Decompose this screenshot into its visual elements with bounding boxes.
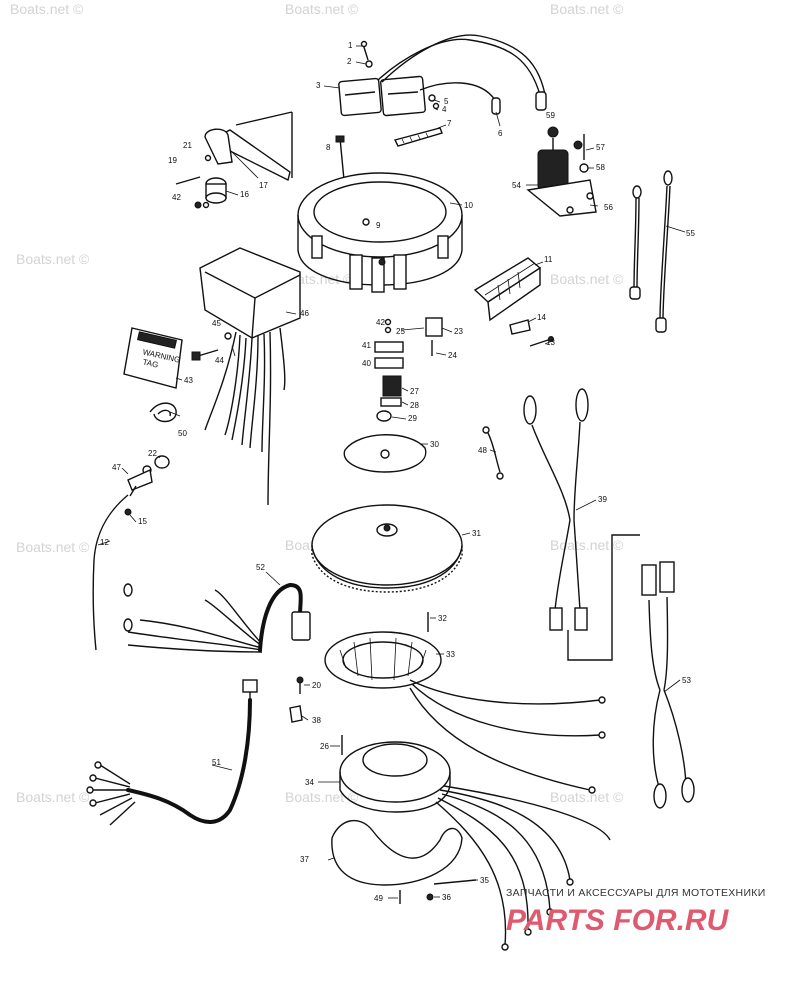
part-label-22: 22 xyxy=(148,449,157,458)
part-label-14: 14 xyxy=(537,313,546,322)
part-label-35: 35 xyxy=(480,876,489,885)
jumper-cables-53 xyxy=(641,561,695,809)
battery-cables xyxy=(629,170,673,333)
part-label-32: 32 xyxy=(438,614,447,623)
mount-bracket-assembly xyxy=(175,111,293,209)
part-label-15: 15 xyxy=(138,517,147,526)
part-label-31: 31 xyxy=(472,529,481,538)
timer-base xyxy=(339,735,611,951)
part-label-48: 48 xyxy=(478,446,487,455)
left-ground-wire xyxy=(92,455,170,651)
part-label-29: 29 xyxy=(408,414,417,423)
screw-clip xyxy=(289,676,304,723)
part-label-55: 55 xyxy=(686,229,695,238)
part-label-51: 51 xyxy=(212,758,221,767)
part-label-43: 43 xyxy=(184,376,193,385)
ground-wire xyxy=(482,426,504,480)
flywheel-housing-assembly xyxy=(297,135,463,293)
part-label-1: 1 xyxy=(348,41,353,50)
part-label-52: 52 xyxy=(256,563,265,572)
part-label-16: 16 xyxy=(240,190,249,199)
part-label-40: 40 xyxy=(362,359,371,368)
switch-box-assembly xyxy=(191,247,301,506)
part-label-17: 17 xyxy=(259,181,268,190)
part-label-12: 12 xyxy=(100,538,109,547)
brand-logo: PARTS FOR.RU xyxy=(506,904,730,937)
part-label-59: 59 xyxy=(546,111,555,120)
part-label-19: 19 xyxy=(168,156,177,165)
watermark: Boats.net © xyxy=(550,789,624,805)
part-labels: 1 2 3 4 5 6 7 8 9 10 11 12 13 14 15 16 1… xyxy=(100,41,695,903)
wire-harness-top xyxy=(123,582,311,653)
ignition-coil-assembly xyxy=(338,34,547,147)
starter-solenoid-assembly xyxy=(526,126,597,217)
watermark: Boats.net © xyxy=(550,1,624,17)
jumper-cables-39 xyxy=(523,388,640,661)
tag-line-2: TAG xyxy=(142,357,159,369)
part-label-30: 30 xyxy=(430,440,439,449)
part-label-34: 34 xyxy=(305,778,314,787)
part-label-42b: 42 xyxy=(376,318,385,327)
part-label-25: 25 xyxy=(396,327,405,336)
part-label-36: 36 xyxy=(442,893,451,902)
part-label-6: 6 xyxy=(498,129,503,138)
part-label-21: 21 xyxy=(183,141,192,150)
part-label-47: 47 xyxy=(112,463,121,472)
part-label-2: 2 xyxy=(347,57,352,66)
part-label-10: 10 xyxy=(464,201,473,210)
part-label-49: 49 xyxy=(374,894,383,903)
part-label-13: 13 xyxy=(546,338,555,347)
part-label-20: 20 xyxy=(312,681,321,690)
part-label-41: 41 xyxy=(362,341,371,350)
part-label-4: 4 xyxy=(442,105,447,114)
part-label-7: 7 xyxy=(447,119,452,128)
wire-harness-bottom xyxy=(86,679,258,826)
part-label-24: 24 xyxy=(448,351,457,360)
part-label-33: 33 xyxy=(446,650,455,659)
rectifier-assembly xyxy=(473,257,554,347)
watermark: Boats.net © xyxy=(550,271,624,287)
bottom-plate xyxy=(331,819,477,904)
part-label-26: 26 xyxy=(320,742,329,751)
part-label-50: 50 xyxy=(178,429,187,438)
plate xyxy=(343,434,427,473)
part-label-58: 58 xyxy=(596,163,605,172)
part-label-39: 39 xyxy=(598,495,607,504)
watermark: Boats.net © xyxy=(285,1,359,17)
part-label-53: 53 xyxy=(682,676,691,685)
watermark: Boats.net © xyxy=(16,539,90,555)
warning-tag: WARNING TAG xyxy=(123,327,183,389)
center-small-parts xyxy=(374,317,443,422)
part-label-46: 46 xyxy=(300,309,309,318)
brand-footer: ЗАПЧАСТИ И АКСЕССУАРЫ ДЛЯ МОТОТЕХНИКИ PA… xyxy=(506,887,766,937)
watermark: Boats.net © xyxy=(16,251,90,267)
part-label-54: 54 xyxy=(512,181,521,190)
brand-caption: ЗАПЧАСТИ И АКСЕССУАРЫ ДЛЯ МОТОТЕХНИКИ xyxy=(506,887,766,899)
stator xyxy=(324,612,606,794)
part-label-27: 27 xyxy=(410,387,419,396)
watermark: Boats.net © xyxy=(550,537,624,553)
flywheel xyxy=(311,504,463,593)
leader-lines xyxy=(97,45,686,899)
part-label-42: 42 xyxy=(172,193,181,202)
part-label-3: 3 xyxy=(316,81,321,90)
part-label-9: 9 xyxy=(376,221,381,230)
part-label-8: 8 xyxy=(326,143,331,152)
part-label-11: 11 xyxy=(544,255,553,264)
watermark: Boats.net © xyxy=(16,789,90,805)
part-label-37: 37 xyxy=(300,855,309,864)
part-label-38: 38 xyxy=(312,716,321,725)
part-label-23: 23 xyxy=(454,327,463,336)
part-label-44: 44 xyxy=(215,356,224,365)
part-label-45: 45 xyxy=(212,319,221,328)
part-label-5: 5 xyxy=(444,97,449,106)
part-label-56: 56 xyxy=(604,203,613,212)
part-label-28: 28 xyxy=(410,401,419,410)
watermark: Boats.net © xyxy=(285,789,359,805)
watermark: Boats.net © xyxy=(10,1,84,17)
cable-clamp xyxy=(149,402,177,423)
part-label-57: 57 xyxy=(596,143,605,152)
